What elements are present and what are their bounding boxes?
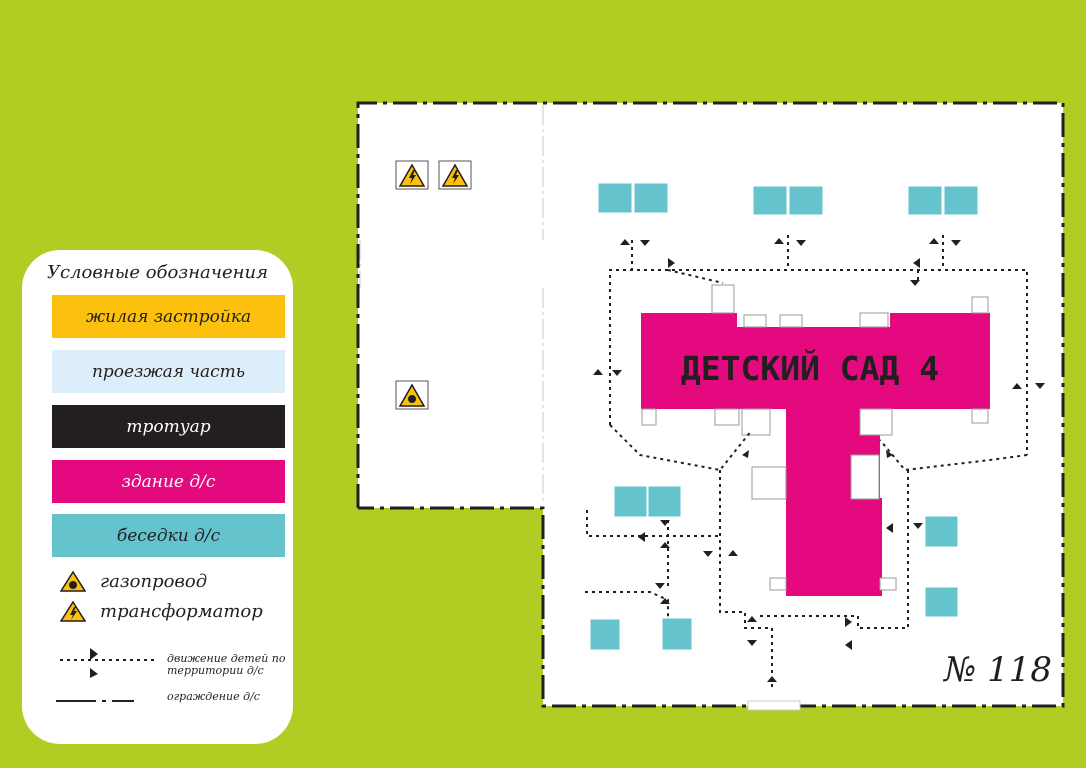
legend-gazebos-label: беседки д/с (116, 525, 221, 546)
transformer-sign (395, 160, 429, 190)
legend-sidewalk-label: тротуар (126, 416, 211, 437)
fence-line-icon (56, 700, 134, 702)
legend-building-label: здание д/с (121, 471, 216, 492)
legend-fence-label: ограждение д/с (167, 690, 260, 703)
legend-gazebos: беседки д/с (52, 514, 285, 557)
fence-line (356, 101, 1065, 708)
legend-transformer: трансформатор (60, 600, 263, 622)
gas-pipeline-icon (60, 570, 86, 592)
gas-pipeline-sign (395, 380, 429, 410)
legend-residential-label: жилая застройка (85, 306, 252, 327)
transformer-sign (438, 160, 472, 190)
legend-transformer-label: трансформатор (100, 600, 263, 622)
movement-line-icon (60, 648, 156, 678)
legend-building: здание д/с (52, 460, 285, 503)
building-label: ДЕТСКИЙ САД 4 (681, 348, 939, 388)
legend-roadway: проезжая часть (52, 350, 285, 393)
kindergarten-building: ДЕТСКИЙ САД 4 (641, 284, 990, 596)
site-number: № 118 (944, 650, 1052, 690)
legend-gas-label: газопровод (100, 570, 208, 592)
legend-roadway-label: проезжая часть (91, 361, 246, 382)
legend-gas: газопровод (60, 570, 207, 592)
entrance-gate (747, 700, 801, 711)
legend-movement-label: движение детей по территории д/с (167, 652, 286, 677)
high-voltage-icon (60, 600, 86, 622)
gazebos (589, 182, 979, 651)
inner-boundary (359, 105, 544, 505)
direction-arrows (593, 238, 1045, 682)
children-movement-routes (585, 235, 1028, 690)
legend-panel: Условные обозначения жилая застройка про… (22, 250, 293, 744)
legend-sidewalk: тротуар (52, 405, 285, 448)
legend-residential: жилая застройка (52, 295, 285, 338)
legend-title: Условные обозначения (46, 262, 269, 283)
